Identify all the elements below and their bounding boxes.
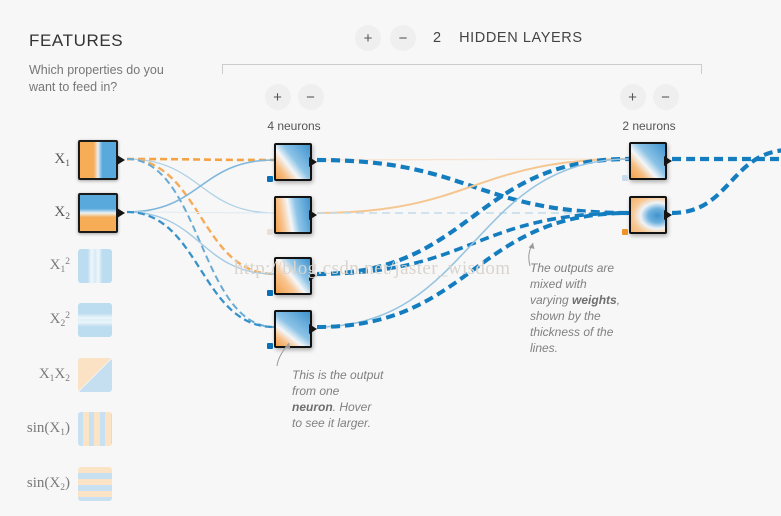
hidden-layer-2-neuron-2[interactable] [622,196,672,235]
hidden-layer-1-neuron-4-output-arrow [309,324,317,334]
annotation-neuron-line-2: from one [292,384,340,398]
hidden-layer-1-neuron-3-heatmap [276,259,310,293]
annotation-weights-line-3: varying weights, [530,292,632,308]
hidden-layer-2-neuron-1-bias-indicator[interactable] [622,175,628,181]
add-neuron-layer-1-button[interactable]: + [264,84,291,110]
feature-x1-squared-label: X12 [49,257,70,275]
hidden-layer-1-neuron-4-heatmap [276,312,310,346]
annotation-weights: The outputs are mixed with varying weigh… [530,260,632,356]
feature-x2[interactable]: X2 [24,193,125,233]
hidden-layer-2-neuron-2-bias-indicator[interactable] [622,229,628,235]
annotation-weights-line-6: lines. [530,341,559,355]
network-edge [671,148,781,216]
annotation-weights-line-1: The outputs are [530,261,615,275]
hidden-layer-1-neuron-2-bias-indicator[interactable] [267,229,273,235]
annotation-neuron-line-3: neuron. Hover [292,399,402,415]
feature-sin-x2-thumbnail[interactable] [78,467,112,501]
hidden-layer-1-neuron-2[interactable] [267,196,317,235]
network-edge [316,158,630,161]
annotation-neuron-output: This is the output from one neuron. Hove… [292,367,402,431]
network-edge [126,210,275,329]
network-edge [126,158,275,328]
feature-sin-x2-label: sin(X2) [26,475,70,493]
remove-neuron-layer-1-button[interactable]: − [297,84,324,110]
annotation-neuron-line-4: to see it larger. [292,416,371,430]
annotation-neuron-line-1: This is the output [292,368,384,382]
hidden-layer-1-neuron-1[interactable] [267,143,317,182]
annotation-weights-line-4: shown by the [530,309,601,323]
feature-x2-thumbnail[interactable] [78,193,118,233]
feature-x1x2-thumbnail[interactable] [78,358,112,392]
hidden-layer-1-neuron-2-heatmap [276,198,310,232]
hidden-layer-2-neuron-2-output-arrow [664,210,672,220]
feature-x1-thumbnail[interactable] [78,140,118,180]
layer-1-controls: + − 4 neurons [248,84,340,133]
add-hidden-layer-button[interactable]: + [355,25,381,51]
annotation-weights-line-2: mixed with [530,277,587,291]
annotation-weights-line-3-post: , [616,293,621,307]
network-edge [126,211,275,275]
remove-neuron-layer-2-button[interactable]: − [652,84,679,110]
page-title: FEATURES [29,31,124,50]
feature-x1[interactable]: X1 [24,140,125,180]
feature-x1x2-label: X1X2 [38,366,70,384]
feature-sin-x1[interactable]: sin(X1) [24,412,112,446]
hidden-layer-2-neuron-1-heatmap [631,144,665,178]
hidden-layer-1-neuron-2-output-arrow [309,210,317,220]
feature-x2-squared-label: X22 [49,311,70,329]
network-edge [316,156,630,277]
hidden-layer-1-neuron-4-bias-indicator[interactable] [267,343,273,349]
hidden-layer-1-neuron-1-heatmap [276,145,310,179]
network-edge [126,157,275,276]
network-edge [126,158,275,214]
hidden-layers-control: + − 2 HIDDEN LAYERS [355,25,583,51]
hidden-layer-2-neuron-1[interactable] [622,142,672,181]
hidden-layer-1-neuron-3[interactable] [267,257,317,296]
layer-1-neuron-count: 4 neurons [267,119,321,133]
feature-x2-label: X2 [54,204,70,222]
hidden-layer-1-neuron-1-output-arrow [309,157,317,167]
feature-x1-label: X1 [54,151,70,169]
layer-2-neuron-count: 2 neurons [622,119,676,133]
remove-hidden-layer-button[interactable]: − [390,25,416,51]
hidden-layer-1-neuron-3-bias-indicator[interactable] [267,290,273,296]
feature-sin-x2[interactable]: sin(X2) [24,467,112,501]
annotation-weights-line-3-pre: varying [530,293,573,307]
hidden-layer-2-neuron-2-heatmap [631,198,665,232]
feature-x2-squared[interactable]: X22 [24,303,112,337]
network-edge [316,157,630,216]
annotation-neuron-line-3-rest: . Hover [332,400,372,414]
feature-x1-output-arrow [117,155,125,165]
hidden-layer-1-neuron-3-output-arrow [309,271,317,281]
layer-2-controls: + − 2 neurons [603,84,695,133]
network-edge [126,157,275,162]
feature-x2-output-arrow [117,208,125,218]
feature-x1-squared-thumbnail[interactable] [78,249,112,283]
feature-x1-squared[interactable]: X12 [24,249,112,283]
feature-x2-squared-thumbnail[interactable] [78,303,112,337]
feature-sin-x1-label: sin(X1) [26,420,70,438]
annotation-neuron-bold: neuron [292,400,333,414]
network-edge [126,159,275,213]
network-edge [126,211,275,214]
add-neuron-layer-2-button[interactable]: + [619,84,646,110]
annotation-weights-bold: weights [572,293,617,307]
features-subtitle: Which properties do you want to feed in? [29,63,164,94]
annotation-weights-line-5: thickness of the [530,325,614,339]
hidden-layers-label: HIDDEN LAYERS [459,30,583,46]
hidden-layer-count: 2 [433,30,442,46]
network-edge [316,158,630,214]
hidden-layer-1-neuron-4[interactable] [267,310,317,349]
feature-x1x2[interactable]: X1X2 [24,358,112,392]
layers-bracket [222,64,702,74]
hidden-layer-2-neuron-1-output-arrow [664,156,672,166]
feature-sin-x1-thumbnail[interactable] [78,412,112,446]
hidden-layer-1-neuron-1-bias-indicator[interactable] [267,176,273,182]
